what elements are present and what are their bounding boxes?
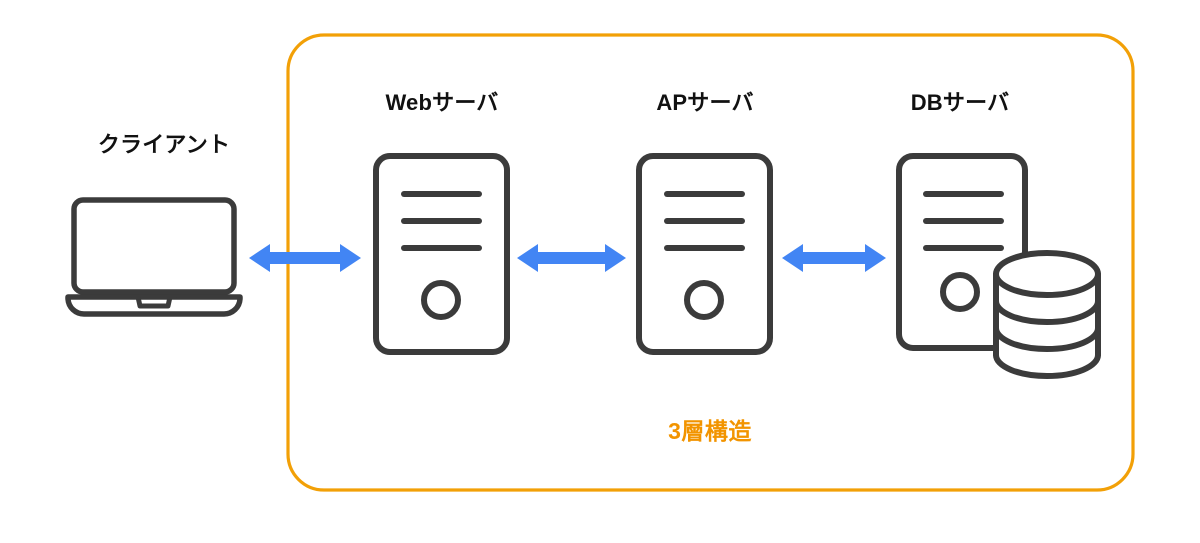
server-tower-icon-web: [373, 153, 510, 355]
node-label-web-server: Webサーバ: [385, 90, 499, 115]
database-cylinder-icon: [993, 250, 1101, 379]
connection-arrow-ap-db: [782, 244, 886, 272]
laptop-icon: [65, 197, 243, 317]
server-tower-icon-ap: [636, 153, 773, 355]
node-label-ap-server: APサーバ: [656, 90, 754, 115]
group-label-three-tier: 3層構造: [668, 418, 752, 444]
node-label-client: クライアント: [97, 132, 231, 157]
node-label-db-server: DBサーバ: [910, 90, 1010, 115]
connection-arrow-web-ap: [517, 244, 626, 272]
connection-arrow-client-web: [249, 244, 361, 272]
